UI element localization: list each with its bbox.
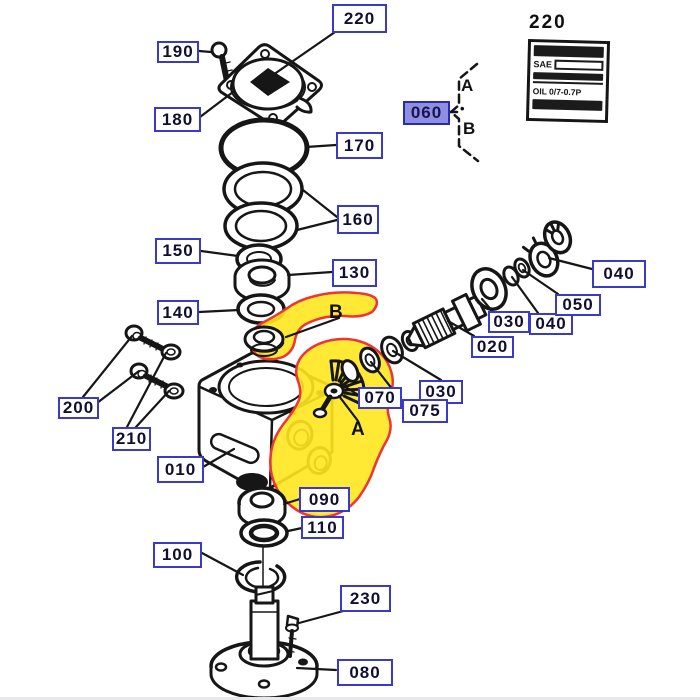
bearing-090 [237, 486, 287, 528]
part-label-160[interactable]: 160 [337, 205, 379, 234]
annotation-•: • [460, 101, 465, 116]
splined-shaft-020 [406, 292, 488, 350]
part-label-070[interactable]: 070 [358, 387, 402, 409]
part-label-040[interactable]: 040 [592, 260, 646, 288]
part-label-090[interactable]: 090 [299, 487, 350, 512]
cover-mark [250, 68, 290, 96]
bottom-edge [0, 697, 700, 700]
gear-040 [521, 220, 573, 278]
bearing-030-right [470, 267, 508, 311]
annotation-B: B [329, 302, 343, 323]
plate-illegible-row [533, 72, 604, 81]
part-label-190[interactable]: 190 [157, 41, 199, 63]
part-label-220[interactable]: 220 [332, 4, 387, 33]
part-label-110[interactable]: 110 [301, 516, 344, 539]
part-label-010[interactable]: 010 [157, 456, 204, 483]
annotation-A: A [461, 76, 474, 95]
plate-blank-box [553, 59, 604, 71]
part-label-130[interactable]: 130 [332, 259, 377, 287]
collar-110 [239, 518, 289, 548]
cover-180 [217, 43, 323, 128]
spec-plate-caption: 220 [529, 12, 567, 33]
seal-part-B [243, 325, 285, 357]
plate-sae-text: SAE [533, 59, 553, 70]
annotation-A: A [351, 419, 365, 440]
part-label-040[interactable]: 040 [529, 313, 573, 335]
part-label-075[interactable]: 075 [402, 399, 448, 423]
part-label-030[interactable]: 030 [488, 311, 530, 333]
ring-160-lower [223, 201, 299, 251]
spindle-080 [209, 585, 319, 700]
part-label-150[interactable]: 150 [155, 238, 201, 264]
bolt-230 [285, 614, 300, 658]
plate-illegible-row [532, 99, 603, 111]
plate-oil-text: OIL 0/7-0.7P [532, 81, 603, 98]
part-label-100[interactable]: 100 [153, 542, 202, 568]
part-label-170[interactable]: 170 [336, 132, 383, 159]
part-label-060[interactable]: 060 [403, 101, 450, 125]
part-label-020[interactable]: 020 [471, 336, 514, 358]
part-label-210[interactable]: 210 [112, 427, 151, 451]
part-label-050[interactable]: 050 [555, 294, 601, 316]
spec-plate: SAE OIL 0/7-0.7P [525, 38, 611, 124]
plate-illegible-row [533, 45, 604, 58]
part-label-180[interactable]: 180 [154, 107, 201, 132]
part-label-230[interactable]: 230 [340, 585, 391, 612]
annotation-B: B [463, 119, 476, 138]
part-label-080[interactable]: 080 [337, 659, 393, 686]
part-label-200[interactable]: 200 [58, 397, 99, 419]
part-label-140[interactable]: 140 [157, 300, 199, 325]
